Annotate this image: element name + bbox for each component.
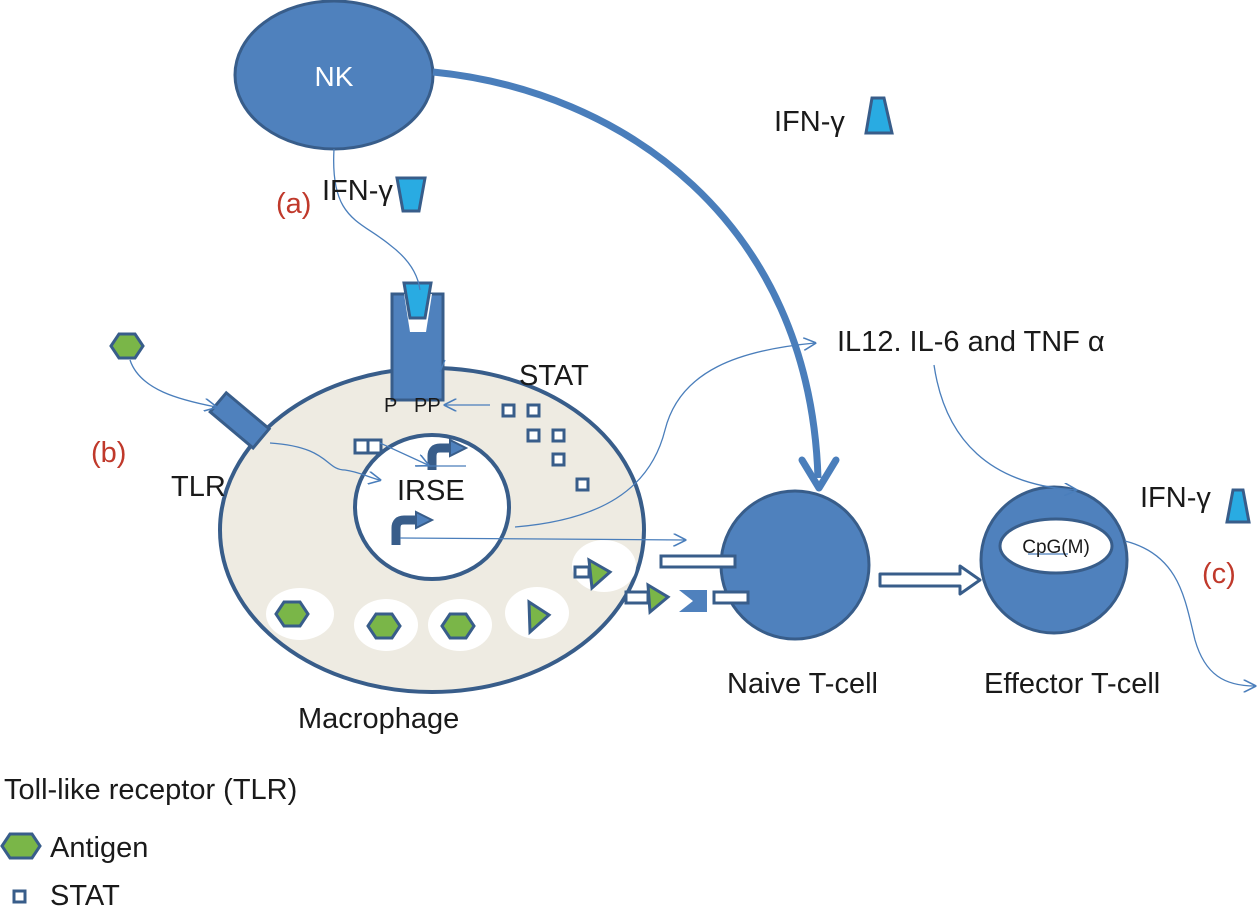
nk-arrowhead: [798, 456, 840, 492]
macrophage-label: Macrophage: [298, 703, 459, 735]
antigen-presentation-arrow: [399, 538, 685, 540]
ifn-gamma-label: IFN-γ: [322, 175, 393, 207]
costimulatory-receptor-icon: [679, 590, 707, 612]
ifn-gamma-icon: [1225, 488, 1251, 524]
cpg-label: CpG(M): [1022, 537, 1090, 558]
irse-label: IRSE: [397, 475, 465, 507]
antigen-peptide-icon: [527, 599, 552, 636]
legend: Toll-like receptor (TLR) Antigen STAT: [0, 774, 297, 908]
tlr-to-nucleus-arrow: [269, 442, 380, 480]
ifn-gamma-label: IFN-γ: [1140, 482, 1211, 514]
vesicle: [572, 540, 636, 592]
nk-label: NK: [315, 61, 354, 92]
stat-square-icon: [12, 889, 27, 904]
receptor-signal-arrow: [439, 359, 446, 373]
antigen-icon: [274, 600, 310, 628]
tlr-label: TLR: [171, 471, 226, 503]
nk-ifn-release-arrow: [333, 148, 421, 291]
mhc-stub: [573, 565, 591, 579]
cpg-methylation-region: [998, 517, 1114, 575]
mhc-stub: [624, 590, 650, 605]
nk-to-naive-tcell-arrow: [432, 68, 822, 479]
antigen-to-tlr-arrow: [129, 359, 216, 407]
gene-promoter-arrowhead: [449, 438, 469, 458]
gene-promoter-arrow-icon: [427, 443, 452, 470]
legend-item-stat: STAT: [50, 880, 120, 908]
gene-promoter-arrowhead: [415, 510, 435, 530]
stat-dimer-to-gene-arrow: [379, 442, 428, 465]
differentiation-arrow: [878, 564, 982, 596]
gene-promoter-arrow-icon: [391, 515, 418, 545]
tlr-receptor: [208, 390, 272, 451]
effector-tcell-label: Effector T-cell: [984, 668, 1160, 700]
antigen-icon: [366, 612, 402, 640]
step-c-label: (c): [1202, 558, 1236, 590]
tcr-bar: [712, 590, 750, 605]
legend-title: Toll-like receptor (TLR): [4, 774, 297, 806]
antigen-icon: [440, 612, 476, 640]
antigen-icon: [109, 332, 145, 360]
antigen-peptide-icon: [646, 582, 671, 616]
cytokines-label: IL12. IL-6 and TNF α: [837, 326, 1105, 358]
mhc-tcr-bar: [659, 554, 737, 569]
ifn-gamma-bound-icon: [402, 281, 433, 320]
effector-ifn-release-arrow: [1124, 540, 1255, 686]
step-b-label: (b): [91, 437, 126, 469]
cytokine-secretion-arrow: [514, 343, 815, 528]
ifn-gamma-icon: [395, 176, 427, 213]
antigen-peptide-icon: [587, 557, 613, 592]
naive-tcell-label: Naive T-cell: [727, 668, 878, 700]
ifn-gamma-label: IFN-γ: [774, 106, 845, 138]
stat-label: STAT: [519, 360, 589, 392]
cytokines-to-effector-arrow: [933, 364, 1076, 490]
step-a-label: (a): [276, 188, 311, 220]
phospho-label: PP: [414, 395, 441, 417]
phospho-label: P: [384, 395, 397, 417]
legend-item-antigen: Antigen: [50, 832, 148, 864]
ifn-gamma-icon: [864, 96, 894, 135]
antigen-hexagon-icon: [0, 832, 42, 860]
naive-tcell[interactable]: [719, 489, 871, 641]
stat-molecules: [501, 403, 590, 492]
